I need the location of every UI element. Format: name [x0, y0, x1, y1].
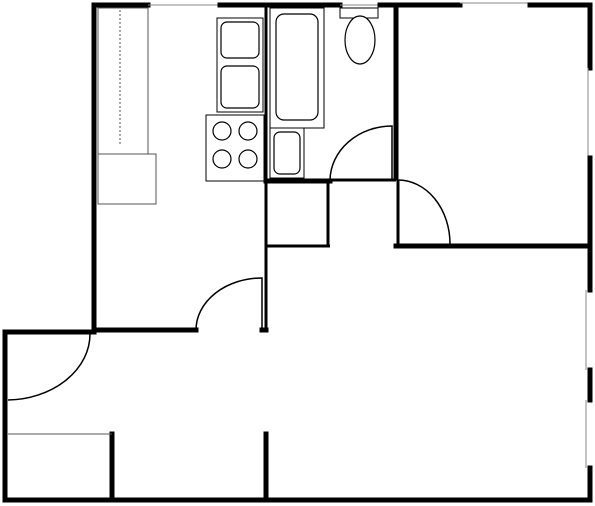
burner-1	[212, 121, 232, 141]
door-bath	[329, 125, 393, 181]
burner-2	[238, 121, 258, 141]
door-kitchen	[195, 277, 263, 331]
door-bedroom	[397, 179, 451, 245]
burner-3	[212, 149, 232, 169]
kitchen-counter	[97, 7, 149, 156]
sink-bowl-bottom	[220, 65, 260, 109]
kitchen-table	[97, 153, 157, 205]
kitchen-fixtures	[97, 7, 265, 205]
interior-walls	[8, 2, 593, 503]
bathroom-fixtures	[269, 7, 379, 179]
washbasin-bowl	[273, 131, 301, 175]
bathtub-basin	[275, 13, 319, 121]
doors	[7, 125, 451, 401]
sink-bowl-top	[220, 21, 260, 59]
toilet-bowl	[344, 15, 376, 65]
door-entry	[7, 333, 91, 401]
burner-4	[238, 149, 258, 169]
